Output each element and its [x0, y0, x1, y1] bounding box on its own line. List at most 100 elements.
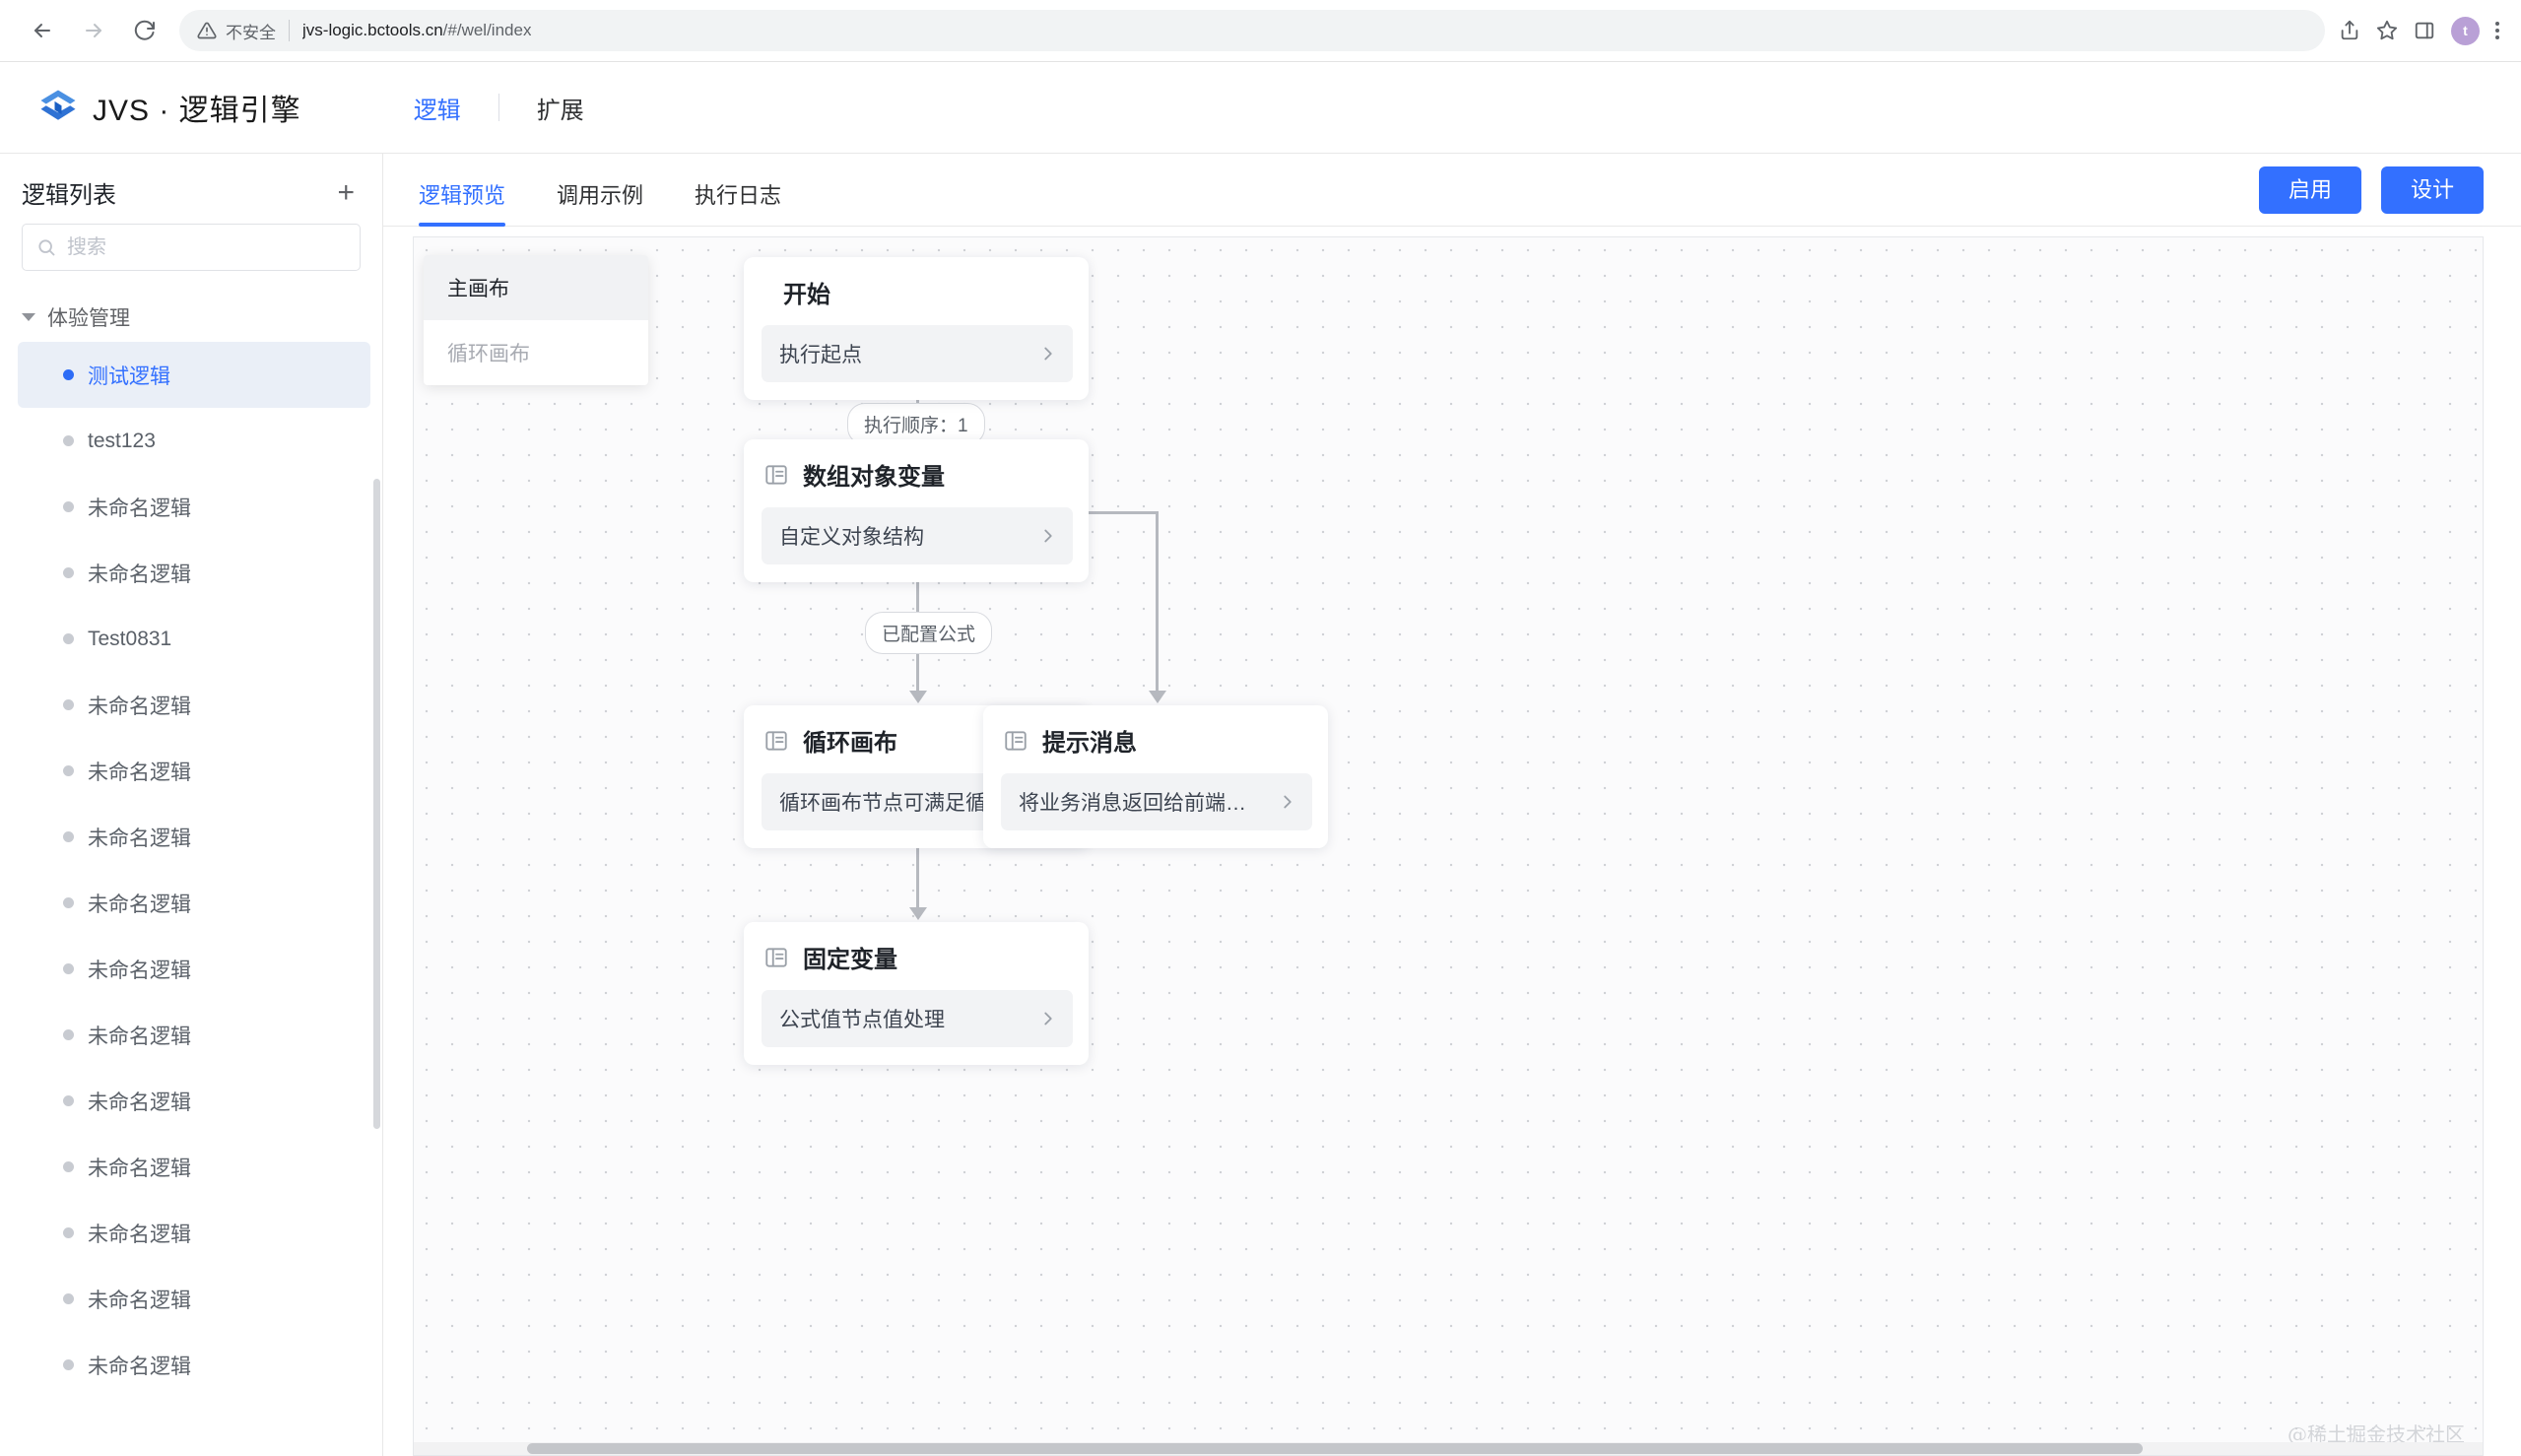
sidebar-item-test123[interactable]: test123 — [18, 408, 370, 474]
node-body-text: 执行起点 — [779, 344, 862, 366]
chevron-right-icon — [1037, 525, 1059, 547]
sidebar-item-label: 未命名逻辑 — [88, 959, 191, 982]
logic-tree: 体验管理 测试逻辑 test123 未命名逻辑 未命名逻辑 Test0831 — [0, 285, 382, 1456]
reload-button[interactable] — [124, 10, 166, 51]
sidebar-item-unnamed-8[interactable]: 未命名逻辑 — [18, 1002, 370, 1068]
status-dot-icon — [63, 765, 74, 776]
search-icon — [38, 239, 55, 256]
sidebar-item-unnamed-11[interactable]: 未命名逻辑 — [18, 1200, 370, 1266]
sidebar-item-label: test123 — [88, 429, 156, 452]
sidebar-item-test0831[interactable]: Test0831 — [18, 606, 370, 672]
status-dot-icon — [63, 897, 74, 908]
node-header: 提示消息 — [1001, 723, 1312, 758]
tab-execution-log[interactable]: 执行日志 — [695, 183, 782, 208]
chevron-right-icon — [1277, 791, 1298, 813]
sidebar-item-unnamed-7[interactable]: 未命名逻辑 — [18, 936, 370, 1002]
sidebar-header: 逻辑列表 + — [0, 154, 382, 224]
status-dot-icon — [63, 1029, 74, 1040]
forward-button[interactable] — [73, 10, 114, 51]
sidebar-item-unnamed-3[interactable]: 未命名逻辑 — [18, 672, 370, 738]
tab-logic-preview[interactable]: 逻辑预览 — [419, 178, 506, 227]
sidebar-item-unnamed-10[interactable]: 未命名逻辑 — [18, 1134, 370, 1200]
canvas-menu-item-loop[interactable]: 循环画布 — [447, 343, 530, 365]
sidebar-item-label: 未命名逻辑 — [88, 563, 191, 586]
sidebar-item-label: 未命名逻辑 — [88, 827, 191, 850]
search-input[interactable] — [67, 235, 346, 259]
sidebar-item-label: 未命名逻辑 — [88, 1091, 191, 1114]
status-dot-icon — [63, 1359, 74, 1370]
node-body[interactable]: 公式值节点值处理 — [762, 990, 1073, 1047]
side-panel-button[interactable] — [2414, 20, 2435, 41]
tree-group-experience[interactable]: 体验管理 — [0, 293, 382, 342]
edge-arrow-icon — [909, 691, 927, 703]
search-box[interactable] — [22, 224, 361, 271]
caret-down-icon — [22, 313, 35, 321]
browser-actions: t — [2339, 16, 2499, 45]
node-fixed-variable[interactable]: 固定变量 公式值节点值处理 — [744, 922, 1089, 1065]
tab-actions: 启用 设计 — [2258, 165, 2484, 214]
sidebar-title: 逻辑列表 — [22, 182, 116, 209]
brand-title: JVS · 逻辑引擎 — [93, 95, 301, 127]
node-title: 数组对象变量 — [803, 464, 945, 491]
node-array-object-variable[interactable]: 数组对象变量 自定义对象结构 — [744, 439, 1089, 582]
sidebar-item-unnamed-1[interactable]: 未命名逻辑 — [18, 474, 370, 540]
node-body[interactable]: 执行起点 — [762, 325, 1073, 382]
node-body-text: 循环画布节点可满足循… — [779, 792, 1007, 815]
canvas-horizontal-scrollbar-track[interactable] — [414, 1442, 2483, 1455]
sidebar-item-unnamed-13[interactable]: 未命名逻辑 — [18, 1332, 370, 1398]
sidebar-item-unnamed-2[interactable]: 未命名逻辑 — [18, 540, 370, 606]
tree-group-label: 体验管理 — [47, 307, 130, 330]
edge-label-execution-order: 执行顺序：1 — [847, 403, 985, 445]
sidebar-item-unnamed-12[interactable]: 未命名逻辑 — [18, 1266, 370, 1332]
sidebar-search-wrap — [0, 224, 382, 285]
sidebar-item-unnamed-5[interactable]: 未命名逻辑 — [18, 804, 370, 870]
canvas-selector-menu: 主画布 循环画布 — [424, 255, 648, 385]
canvas-container: 主画布 循环画布 执行顺序：1 已配置公式 — [383, 227, 2521, 1456]
enable-button[interactable]: 启用 — [2258, 165, 2361, 214]
back-button[interactable] — [22, 10, 63, 51]
canvas-menu-item-main[interactable]: 主画布 — [424, 255, 648, 320]
sidebar-item-label: 未命名逻辑 — [88, 893, 191, 916]
sidebar-item-unnamed-6[interactable]: 未命名逻辑 — [18, 870, 370, 936]
flow-canvas[interactable]: 主画布 循环画布 执行顺序：1 已配置公式 — [413, 236, 2484, 1456]
address-bar[interactable]: 不安全 jvs-logic.bctools.cn/#/wel/index — [179, 10, 2325, 51]
node-header: 数组对象变量 — [762, 457, 1073, 492]
node-tip-message[interactable]: 提示消息 将业务消息返回给前端… — [983, 705, 1328, 848]
add-logic-button[interactable]: + — [337, 175, 355, 209]
node-header: 循环画布 — [762, 723, 1073, 758]
share-button[interactable] — [2339, 20, 2360, 41]
status-dot-icon — [63, 1293, 74, 1304]
sidebar-item-unnamed-4[interactable]: 未命名逻辑 — [18, 738, 370, 804]
node-title: 提示消息 — [1042, 730, 1137, 757]
node-body-text: 公式值节点值处理 — [779, 1009, 945, 1031]
sidebar-item-ceshiluoji[interactable]: 测试逻辑 — [18, 342, 370, 408]
node-panel-icon — [763, 945, 789, 970]
status-dot-icon — [63, 501, 74, 512]
sidebar-item-label: Test0831 — [88, 627, 172, 650]
sidebar-scrollbar[interactable] — [373, 479, 380, 1129]
brand[interactable]: JVS · 逻辑引擎 — [37, 86, 301, 129]
tabs-bar: 逻辑预览 调用示例 执行日志 启用 设计 — [383, 154, 2521, 227]
canvas-horizontal-scrollbar-thumb[interactable] — [527, 1443, 2143, 1454]
node-title: 循环画布 — [803, 730, 897, 757]
kebab-dot — [2495, 35, 2499, 39]
node-body[interactable]: 自定义对象结构 — [762, 507, 1073, 564]
sidebar-item-unnamed-9[interactable]: 未命名逻辑 — [18, 1068, 370, 1134]
browser-menu-button[interactable] — [2495, 22, 2499, 39]
node-body[interactable]: 将业务消息返回给前端… — [1001, 773, 1312, 830]
top-nav-item-extension[interactable]: 扩展 — [536, 97, 584, 124]
bookmark-button[interactable] — [2376, 20, 2398, 41]
design-button[interactable]: 设计 — [2380, 165, 2484, 214]
edge-label-formula: 已配置公式 — [865, 612, 993, 654]
app-header: JVS · 逻辑引擎 逻辑 扩展 — [0, 62, 2521, 154]
status-dot-icon — [63, 1227, 74, 1238]
node-panel-icon — [763, 728, 789, 754]
node-start[interactable]: 开始 执行起点 — [744, 257, 1089, 400]
tab-call-example[interactable]: 调用示例 — [557, 183, 644, 208]
tabs: 逻辑预览 调用示例 执行日志 — [419, 178, 782, 227]
status-dot-icon — [63, 633, 74, 644]
sidebar-item-label: 未命名逻辑 — [88, 1289, 191, 1312]
top-nav-item-logic[interactable]: 逻辑 — [413, 97, 461, 124]
profile-avatar[interactable]: t — [2451, 16, 2480, 45]
sidebar-item-label: 未命名逻辑 — [88, 496, 191, 520]
